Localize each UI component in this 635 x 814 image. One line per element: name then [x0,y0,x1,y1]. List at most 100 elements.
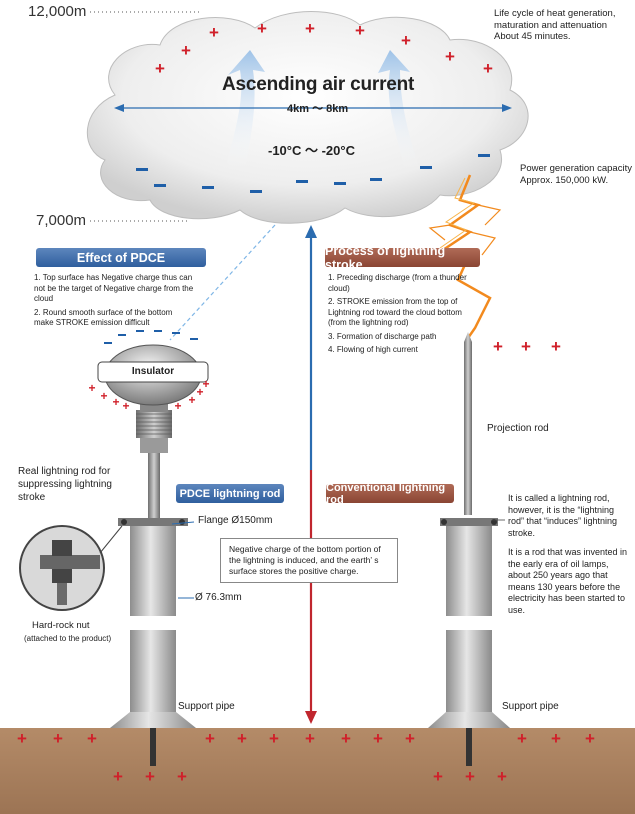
minus-charge [334,182,346,185]
conventional-p1: It is called a lightning rod, however, i… [508,493,618,538]
plus-charge: + [483,59,493,78]
plus-charge: + [257,19,267,38]
process-item-2: 2. STROKE emission from the top of Light… [328,297,462,327]
life-cycle-line2: maturation and attenuation [494,19,608,31]
life-cycle-line1: Life cycle of heat generation, [494,8,616,19]
conventional-p2: It is a rod that was invented in the ear… [508,547,628,615]
induction-note: Negative charge of the bottom portion of… [220,538,398,583]
minus-charge [154,330,162,332]
plus-charge: + [269,729,279,748]
minus-charge [154,184,166,187]
altitude-12000: 12,000m [28,3,87,20]
effect-banner: Effect of PDCE [36,248,206,267]
process-list: 1. Preceding discharge (from a thunder c… [328,273,478,359]
pdce-rod-graphic [97,344,209,766]
support-pipe-right-label: Support pipe [502,701,559,712]
plus-charge: + [405,729,415,748]
air-current-arrow-right [378,50,420,170]
cloud-title: Ascending air current [222,74,415,95]
conventional-text: It is called a lightning rod, however, i… [508,493,630,616]
plus-charge: + [202,377,209,391]
plus-charge: + [88,381,95,395]
minus-charge [190,338,198,340]
plus-charge: + [445,47,455,66]
minus-charge [478,154,490,157]
plus-charge: + [305,729,315,748]
minus-charge [370,178,382,181]
minus-charge [420,166,432,169]
altitude-7000: 7,000m [36,212,87,229]
pdce-rod-banner: PDCE lightning rod [176,484,284,503]
minus-charge [202,186,214,189]
plus-charge: + [433,767,443,786]
nut-label: Hard-rock nut [32,620,90,631]
thunder-cloud [86,11,529,224]
cloud-width: 4km 〜 8km [287,103,349,115]
plus-charge: + [497,767,507,786]
power-text: Power generation capacity Approx. 150,00… [520,163,632,186]
plus-charge: + [100,389,107,403]
plus-charge: + [521,337,531,356]
air-current-arrow-left [225,50,265,170]
effect-list: 1. Top surface has Negative charge thus … [34,273,194,332]
plus-charge: + [174,399,181,413]
real-rod-label: Real lightning rod for suppressing light… [18,466,112,503]
plus-charge: + [373,729,383,748]
plus-charge: + [113,767,123,786]
life-cycle-text: Life cycle of heat generation, maturatio… [494,8,634,43]
plus-charge: + [551,729,561,748]
plus-charge: + [112,395,119,409]
plus-charge: + [585,729,595,748]
plus-charge: + [17,729,27,748]
plus-charge: + [237,729,247,748]
conventional-rod-graphic [428,332,510,766]
process-item-1: 1. Preceding discharge (from a thunder c… [328,273,467,293]
plus-charge: + [155,59,165,78]
diameter-label: Ø 76.3mm [195,592,242,603]
plus-charge: + [181,41,191,60]
nut-inset [19,525,123,611]
plus-charge: + [355,21,365,40]
charges-layer: +++++++++++++++++++++++++++++++++++++++ [17,19,595,786]
minus-charge [118,334,126,336]
plus-charge: + [209,23,219,42]
plus-charge: + [53,729,63,748]
plus-charge: + [517,729,527,748]
support-pipe-left-label: Support pipe [178,701,235,712]
plus-charge: + [305,19,315,38]
plus-charge: + [196,385,203,399]
conventional-rod-banner: Conventional lightning rod [326,482,454,506]
process-item-3: 3. Formation of discharge path [328,331,437,341]
ground [0,728,635,814]
plus-charge: + [177,767,187,786]
plus-charge: + [122,399,129,413]
power-line1: Power generation capacity [520,163,632,174]
process-item-4: 4. Flowing of high current [328,345,418,354]
plus-charge: + [145,767,155,786]
effect-item-2: 2. Round smooth surface of the bottom ma… [34,307,173,328]
life-cycle-line3: About 45 minutes. [494,31,571,42]
dashed-link [169,224,276,341]
effect-item-1: 1. Top surface has Negative charge thus … [34,273,194,303]
cloud-temperature: -10°C 〜 -20°C [268,143,355,158]
projection-rod-label: Projection rod [487,423,549,434]
plus-charge: + [493,337,503,356]
nut-note: (attached to the product) [24,634,112,643]
flange-label: Flange Ø150mm [198,515,273,526]
minus-charge [250,190,262,193]
power-line2: Approx. 150,000 kW. [520,174,609,186]
plus-charge: + [341,729,351,748]
minus-charge [136,330,144,332]
insulator-label: Insulator [131,366,175,377]
plus-charge: + [188,393,195,407]
minus-charge [104,342,112,344]
process-banner: Process of lightning stroke [325,244,480,272]
plus-charge: + [205,729,215,748]
minus-charge [296,180,308,183]
minus-charge [172,332,180,334]
minus-charge [136,168,148,171]
plus-charge: + [465,767,475,786]
plus-charge: + [401,31,411,50]
